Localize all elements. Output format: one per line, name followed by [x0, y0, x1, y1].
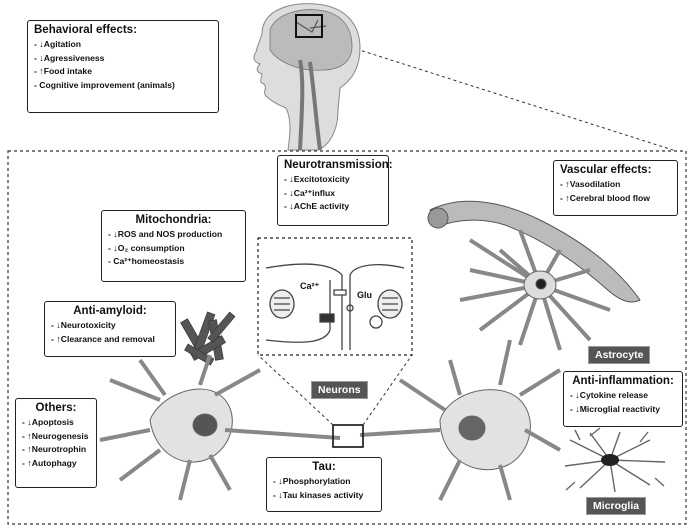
effect-text: Phosphorylation: [282, 476, 351, 486]
effect-item: - ↓O₂ consumption: [108, 242, 185, 253]
effect-item: - ↑Vasodilation: [560, 179, 621, 189]
behavioral-effects-box: Behavioral effects: - ↓Agitation - ↓Agres…: [27, 20, 219, 113]
effect-item: - ↓Agitation: [34, 39, 81, 49]
arrow-up-icon: ↑: [565, 192, 570, 203]
vascular-effects-box: Vascular effects: - ↑Vasodilation - ↑Cere…: [553, 160, 678, 216]
anti-inflammation-box: Anti-inflammation: - ↓Cytokine release - …: [563, 371, 683, 427]
mitochondria-box: Mitochondria: - ↓ROS and NOS production -…: [101, 210, 246, 282]
effect-text: Cytokine release: [579, 390, 649, 400]
arrow-down-icon: ↓: [289, 187, 294, 198]
effect-item: - ↑Cerebral blood flow: [560, 192, 650, 203]
effect-item: - ↓Cytokine release: [570, 390, 649, 400]
effect-text: Cerebral blood flow: [569, 192, 650, 203]
arrow-up-icon: ↑: [27, 444, 32, 454]
effect-item: - ↑Neurotrophin: [22, 444, 87, 454]
head-illustration: [253, 3, 361, 151]
neurons-label: Neurons: [311, 381, 368, 399]
effect-text: Neurogenesis: [31, 430, 89, 441]
synapse-zoom-box: [332, 424, 364, 448]
effect-item: - ↓ROS and NOS production: [108, 229, 223, 239]
vascular-effects-title: Vascular effects:: [560, 164, 652, 176]
behavioral-effects-title: Behavioral effects:: [34, 24, 137, 36]
effect-text: Vasodilation: [569, 179, 621, 189]
arrow-down-icon: ↓: [113, 242, 118, 253]
arrow-down-icon: ↓: [39, 39, 44, 49]
arrow-down-icon: ↓: [278, 489, 283, 500]
effect-text: Neurotrophin: [31, 444, 87, 454]
effect-item: - Cognitive improvement (animals): [34, 79, 175, 90]
arrow-down-icon: ↓: [289, 174, 294, 184]
effect-item: - ↓Ca²⁺influx: [284, 187, 336, 198]
neurotransmission-box: Neurotransmission: - ↓Excitotoxicity - ↓C…: [277, 155, 393, 226]
microglia-label: Microglia: [586, 497, 647, 515]
effect-text: Microglial reactivity: [579, 403, 660, 414]
neurons-illustration: [99, 339, 562, 501]
effect-item: - ↑Neurogenesis: [22, 430, 89, 441]
effect-text: Neurotoxicity: [60, 320, 116, 330]
effect-item: - ↓Neurotoxicity: [51, 320, 116, 330]
effect-item: - ↓Agressiveness: [34, 52, 105, 63]
effect-item: - ↑Food intake: [34, 66, 92, 76]
effect-item: - ↓Apoptosis: [22, 417, 74, 427]
effect-text: Ca²⁺influx: [293, 187, 336, 198]
synapse-illustration: [265, 263, 405, 350]
arrow-down-icon: ↓: [278, 476, 283, 486]
effect-text: Agressiveness: [43, 52, 105, 63]
neurotransmission-title: Neurotransmission:: [284, 159, 393, 171]
effect-text: Tau kinases activity: [282, 489, 364, 500]
effect-item: - ↑Clearance and removal: [51, 333, 155, 344]
arrow-down-icon: ↓: [575, 390, 580, 400]
astrocyte-illustration: [427, 200, 641, 351]
zoom-line-right: [321, 37, 677, 152]
amyloid-fibrils: [180, 311, 236, 366]
effect-text: O₂ consumption: [117, 242, 185, 253]
outer-dashed-frame: [7, 150, 687, 525]
tau-box: Tau: - ↓Phosphorylation - ↓Tau kinases ac…: [266, 457, 382, 512]
arrow-down-icon: ↓: [27, 417, 32, 427]
effect-text: Cognitive improvement (animals): [39, 79, 175, 90]
mitochondria-title: Mitochondria:: [135, 214, 212, 226]
others-title: Others:: [35, 402, 77, 414]
effect-item: - ↓Phosphorylation: [273, 476, 351, 486]
arrow-up-icon: ↑: [56, 333, 61, 344]
arrow-up-icon: ↑: [39, 66, 44, 76]
arrow-down-icon: ↓: [575, 403, 580, 414]
effect-text: AChE activity: [293, 201, 350, 211]
effect-text: Excitotoxicity: [293, 174, 350, 184]
arrow-up-icon: ↑: [565, 179, 570, 189]
anti-amyloid-box: Anti-amyloid: - ↓Neurotoxicity - ↑Clearan…: [44, 301, 176, 357]
effect-item: - ↓Microglial reactivity: [570, 403, 660, 414]
effect-text: Autophagy: [31, 457, 77, 468]
anti-amyloid-title: Anti-amyloid:: [73, 305, 147, 317]
arrow-up-icon: ↑: [27, 457, 32, 468]
effect-text: Clearance and removal: [60, 333, 155, 344]
effect-text: ROS and NOS production: [117, 229, 223, 239]
zoom-box: [295, 14, 323, 38]
effect-text: Apoptosis: [31, 417, 74, 427]
arrow-up-icon: ↑: [27, 430, 32, 441]
effect-item: - ↓AChE activity: [284, 201, 350, 211]
glutamate-label: Glu: [357, 290, 372, 300]
tau-title: Tau:: [312, 461, 336, 473]
effect-text: Ca²⁺homeostasis: [113, 256, 185, 266]
astrocyte-label: Astrocyte: [588, 346, 651, 364]
calcium-label: Ca²⁺: [300, 281, 320, 291]
arrow-down-icon: ↓: [39, 52, 44, 63]
arrow-down-icon: ↓: [113, 229, 118, 239]
arrow-down-icon: ↓: [289, 201, 294, 211]
effect-item: - ↑Autophagy: [22, 457, 77, 468]
effect-item: - ↓Tau kinases activity: [273, 489, 364, 500]
effect-item: - ↓Excitotoxicity: [284, 174, 350, 184]
effect-text: Agitation: [43, 39, 81, 49]
arrow-down-icon: ↓: [56, 320, 61, 330]
anti-inflammation-title: Anti-inflammation:: [572, 375, 674, 387]
effect-item: - Ca²⁺homeostasis: [108, 256, 185, 266]
others-box: Others: - ↓Apoptosis - ↑Neurogenesis - ↑Ne…: [15, 398, 97, 488]
effect-text: Food intake: [43, 66, 92, 76]
